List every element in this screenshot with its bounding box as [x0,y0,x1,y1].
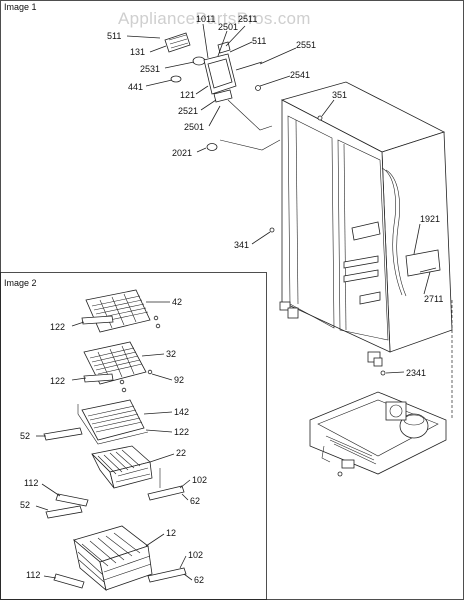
label-511-top: 511 [107,31,121,41]
label-102-b: 102 [188,550,203,560]
label-131: 131 [130,47,145,57]
label-122-b: 122 [50,376,65,386]
image1-title: Image 1 [4,2,37,12]
label-2501-top: 2501 [218,22,238,32]
label-121: 121 [180,90,195,100]
label-112-a: 112 [24,478,38,488]
label-341: 341 [234,240,249,250]
label-2511: 2511 [238,14,257,24]
label-32: 32 [166,349,176,359]
image2-title: Image 2 [4,278,37,288]
label-2551: 2551 [296,40,316,50]
label-2521: 2521 [178,106,198,116]
label-42: 42 [172,297,182,307]
label-2341: 2341 [406,368,426,378]
label-511-right: 511 [252,36,266,46]
label-92: 92 [174,375,184,385]
label-2541: 2541 [290,70,310,80]
label-351: 351 [332,90,347,100]
label-22: 22 [176,448,186,458]
part-labels: 511 131 2531 441 1011 2501 2511 511 2551… [20,14,443,585]
label-112-b: 112 [26,570,40,580]
label-441: 441 [128,82,143,92]
label-52-a: 52 [20,431,30,441]
watermark: AppliancePartsPros.com [118,9,311,28]
label-2531: 2531 [140,64,160,74]
shelves-and-baskets [43,289,187,592]
leader-lines [35,23,431,581]
label-2021: 2021 [172,148,192,158]
label-2711: 2711 [424,294,443,304]
label-142: 142 [174,407,189,417]
label-1921: 1921 [420,214,440,224]
label-122-a: 122 [50,322,65,332]
label-102-a: 102 [192,475,207,485]
label-1011: 1011 [196,14,215,24]
refrigerator-cabinet [279,81,453,367]
label-12: 12 [166,528,176,538]
machine-compartment [309,391,447,477]
label-122-c: 122 [174,427,189,437]
label-62-b: 62 [194,575,204,585]
label-52-b: 52 [20,500,30,510]
label-2501-bottom: 2501 [184,122,204,132]
label-62-a: 62 [190,496,200,506]
